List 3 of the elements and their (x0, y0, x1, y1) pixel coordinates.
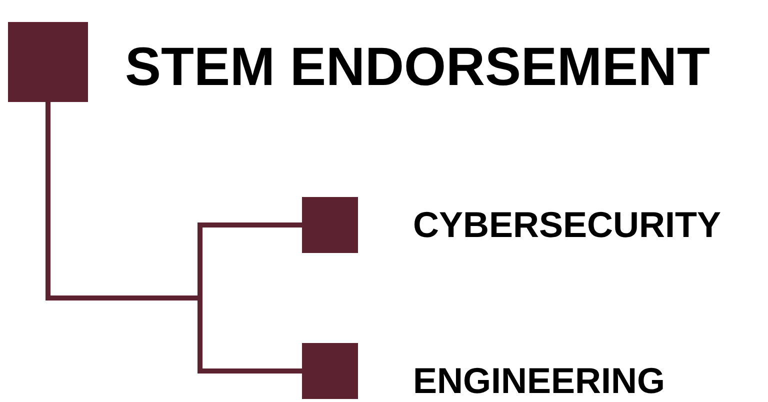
branch-label: ENGINEERING (413, 363, 666, 399)
heading: STEM ENDORSEMENT (125, 40, 710, 94)
branch-label: CYBERSECURITY (413, 207, 722, 243)
